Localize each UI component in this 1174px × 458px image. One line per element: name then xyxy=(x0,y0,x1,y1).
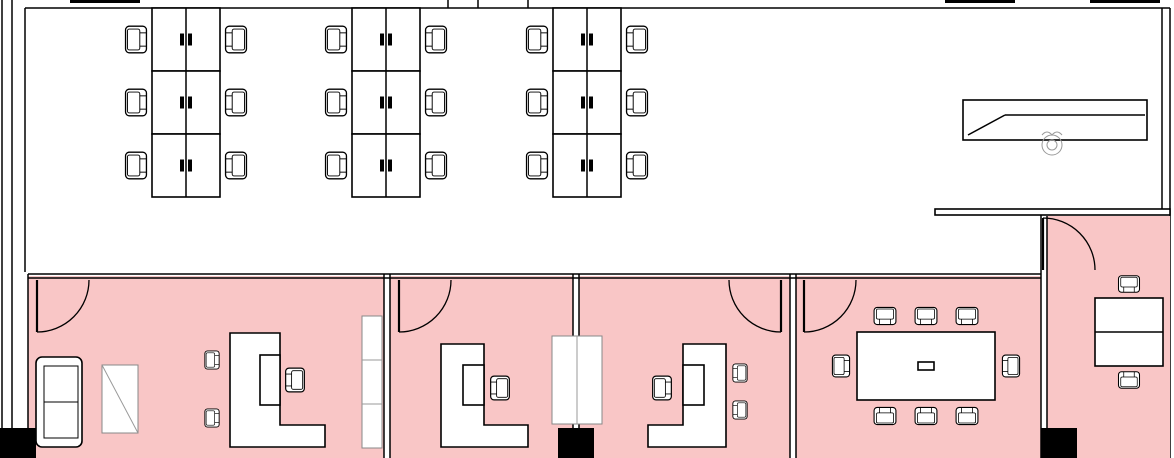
monitor-icon xyxy=(581,33,585,46)
chair-icon xyxy=(625,88,649,117)
office-1-furniture xyxy=(35,315,383,449)
chair-icon xyxy=(1001,354,1021,378)
monitor-icon xyxy=(380,159,384,172)
executive-desk xyxy=(229,332,326,448)
monitor-icon xyxy=(180,33,184,46)
loose-chairs xyxy=(204,275,1141,428)
chair-icon xyxy=(204,408,220,428)
doors xyxy=(35,217,1096,333)
chair-icon xyxy=(732,363,748,383)
desk-pod-icon xyxy=(324,7,448,198)
chair-icon xyxy=(1117,371,1141,389)
chair-icon xyxy=(525,151,549,180)
office-2-furniture xyxy=(440,343,529,448)
chair-icon xyxy=(732,400,748,420)
door-swing-icon xyxy=(802,279,857,333)
chair-icon xyxy=(1117,275,1141,293)
meeting-table xyxy=(856,331,996,401)
desk-pod-icon xyxy=(525,7,649,198)
door-swing-icon xyxy=(1041,217,1096,271)
monitor-icon xyxy=(380,96,384,109)
chair-icon xyxy=(525,25,549,54)
chair-icon xyxy=(224,151,248,180)
chair-icon xyxy=(625,25,649,54)
chair-icon xyxy=(424,25,448,54)
chair-icon xyxy=(324,88,348,117)
chair-icon xyxy=(124,151,148,180)
chair-icon xyxy=(324,151,348,180)
chair-icon xyxy=(955,406,979,426)
monitor-icon xyxy=(388,33,392,46)
chair-icon xyxy=(914,406,938,426)
workstation-pods xyxy=(124,7,649,198)
monitor-icon xyxy=(589,159,593,172)
monitor-icon xyxy=(188,96,192,109)
monitor-icon xyxy=(388,96,392,109)
chair-icon xyxy=(652,375,672,401)
chair-icon xyxy=(285,367,305,393)
chair-icon xyxy=(914,306,938,326)
chair-icon xyxy=(124,88,148,117)
monitor-icon xyxy=(180,159,184,172)
chair-icon xyxy=(625,151,649,180)
monitor-icon xyxy=(380,33,384,46)
door-swing-icon xyxy=(397,279,452,333)
monitor-icon xyxy=(581,96,585,109)
monitor-icon xyxy=(180,96,184,109)
reception-counter xyxy=(962,99,1148,156)
monitor-icon xyxy=(388,159,392,172)
monitor-icon xyxy=(581,159,585,172)
door-swing-icon xyxy=(35,279,90,333)
chair-icon xyxy=(424,88,448,117)
chair-icon xyxy=(525,88,549,117)
coffee-table xyxy=(101,364,139,434)
chair-icon xyxy=(831,354,851,378)
chair-icon xyxy=(124,25,148,54)
desk-pod-icon xyxy=(124,7,248,198)
monitor-icon xyxy=(188,33,192,46)
chair-icon xyxy=(224,25,248,54)
chair-icon xyxy=(424,151,448,180)
chair-icon xyxy=(873,406,897,426)
chair-icon xyxy=(224,88,248,117)
corner-workstation xyxy=(1094,297,1164,367)
sofa-icon xyxy=(35,356,83,448)
chair-icon xyxy=(204,350,220,370)
door-swing-icon xyxy=(728,279,783,333)
plant-icon xyxy=(1041,131,1063,156)
monitor-icon xyxy=(188,159,192,172)
monitor-icon xyxy=(589,33,593,46)
office-3-furniture xyxy=(551,335,727,448)
chair-icon xyxy=(324,25,348,54)
monitor-icon xyxy=(589,96,593,109)
chair-icon xyxy=(490,375,510,401)
chair-icon xyxy=(955,306,979,326)
chair-icon xyxy=(873,306,897,326)
